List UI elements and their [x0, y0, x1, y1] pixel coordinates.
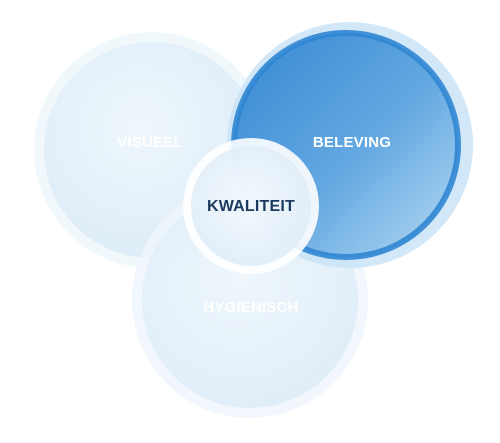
label-kwaliteit: KWALITEIT: [207, 198, 295, 215]
label-beleving: BELEVING: [313, 134, 391, 151]
label-hygienisch: HYGIENISCH: [203, 299, 298, 316]
label-visueel: VISUEEL: [117, 134, 183, 151]
circle-kwaliteit: [183, 138, 319, 274]
